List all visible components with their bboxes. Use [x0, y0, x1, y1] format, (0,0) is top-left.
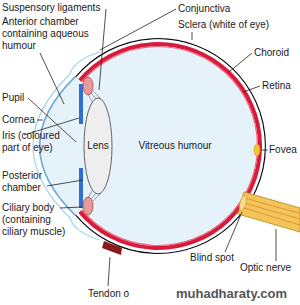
choroid-band	[80, 44, 260, 248]
lens-shape	[84, 98, 112, 194]
optic-nerve-shape	[238, 192, 300, 232]
part-label: Suspensory ligaments	[2, 2, 114, 14]
part-label: Choroid	[254, 47, 298, 59]
leader-lines	[24, 9, 276, 286]
eye-interior	[40, 38, 266, 254]
part-label: Retina	[262, 80, 298, 92]
part-label: Fovea	[269, 144, 298, 156]
sclera-band	[77, 40, 263, 251]
retina-line	[82, 46, 258, 245]
sclera-outline	[76, 39, 265, 254]
fovea-spot	[254, 144, 260, 156]
optic-nerve-fibres	[241, 197, 300, 225]
part-label: Tendon o	[88, 288, 148, 300]
blind-spot-mark	[238, 194, 248, 211]
part-label: Conjunctiva	[178, 3, 296, 15]
part-label: Anterior chamber containing aqueous humo…	[2, 16, 94, 52]
part-label: Pupil	[2, 92, 32, 104]
part-label: Sclera (white of eye)	[178, 19, 296, 31]
part-label: Vitreous humour	[125, 140, 225, 152]
tendon-shape	[102, 241, 122, 255]
part-label: Cornea	[2, 114, 42, 126]
watermark: muhadharaty.com	[176, 286, 298, 301]
part-label: Lens	[84, 140, 112, 152]
iris-upper	[79, 84, 83, 124]
ciliary-body-lower	[83, 197, 93, 215]
part-label: Iris (coloured part of eye)	[2, 130, 62, 154]
iris-lower	[79, 168, 83, 208]
part-label: Ciliary body (containing ciliary muscle)	[2, 202, 74, 238]
part-label: Optic nerve	[240, 262, 298, 274]
part-label: Posterior chamber	[2, 170, 62, 194]
ciliary-body-upper	[83, 77, 93, 95]
